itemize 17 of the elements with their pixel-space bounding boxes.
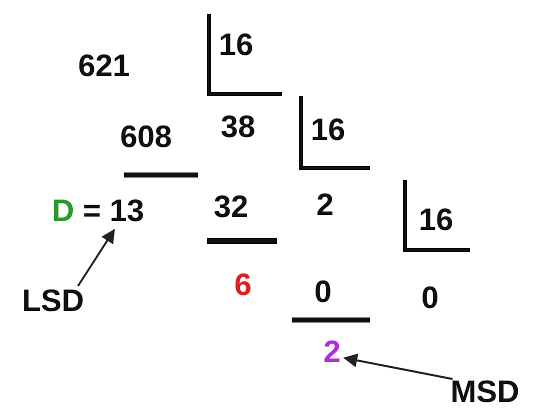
number: 38 <box>220 110 256 144</box>
number: 621 <box>78 49 130 83</box>
number: 16 <box>218 28 254 62</box>
abbreviation-label: LSD <box>22 284 84 318</box>
number: 16 <box>310 113 346 147</box>
number: 0 <box>421 281 439 315</box>
number: 32 <box>214 190 248 224</box>
number: 16 <box>418 203 454 237</box>
number: 6 <box>234 268 252 302</box>
number: 608 <box>120 120 172 154</box>
number: 2 <box>323 335 341 369</box>
arrow <box>77 228 115 287</box>
equation: D = 13 <box>52 194 144 228</box>
abbreviation-label: MSD <box>450 375 520 409</box>
arrow <box>343 354 453 380</box>
number: 0 <box>314 275 332 309</box>
number: 2 <box>316 188 334 222</box>
